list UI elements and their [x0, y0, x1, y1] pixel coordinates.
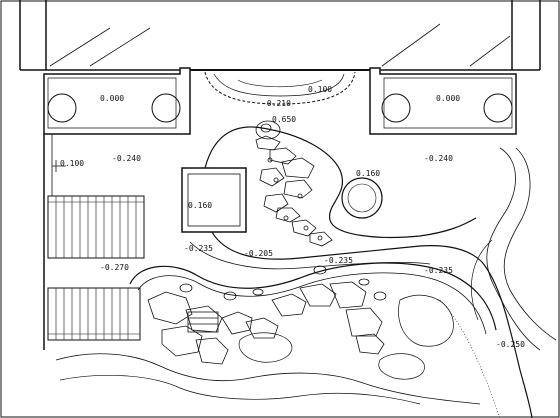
ground-contours — [55, 294, 481, 405]
elevation-rock-top: 0.650 — [272, 115, 296, 124]
elevation-top-bed: 0.100 — [308, 85, 332, 94]
right-side-contours — [439, 147, 557, 418]
elevation-left-terrace: -0.240 — [112, 154, 141, 163]
elevation-right-building: 0.000 — [436, 94, 460, 103]
elevation-deck-area: -0.270 — [100, 263, 129, 272]
wooden-deck-lower — [47, 287, 141, 341]
elevation-far-right: -0.250 — [496, 340, 525, 349]
pavilion — [181, 167, 247, 233]
elevation-pond-island: 0.160 — [356, 169, 380, 178]
elevation-right-terrace: -0.240 — [424, 154, 453, 163]
left-side-features — [43, 134, 66, 350]
elevation-left-step: 0.100 — [60, 159, 84, 168]
elevation-below-pavilion: -0.235 — [184, 244, 213, 253]
rockery-lower — [147, 265, 387, 365]
elevation-lower-path: -0.235 — [324, 256, 353, 265]
top-planting-bed — [190, 69, 370, 105]
wooden-deck-upper — [47, 195, 145, 259]
elevation-below-top-bed: -0.210 — [262, 99, 291, 108]
rockery-upper — [255, 120, 333, 247]
elevation-pavilion: 0.160 — [188, 201, 212, 210]
curved-path — [129, 262, 497, 335]
elevation-right-path: -0.235 — [424, 266, 453, 275]
pond-edge — [189, 126, 533, 418]
elevation-left-building: 0.000 — [100, 94, 124, 103]
building-walls — [19, 0, 541, 71]
right-building-block — [369, 67, 517, 135]
elevation-center-path: -0.205 — [244, 249, 273, 258]
round-island — [341, 177, 383, 219]
